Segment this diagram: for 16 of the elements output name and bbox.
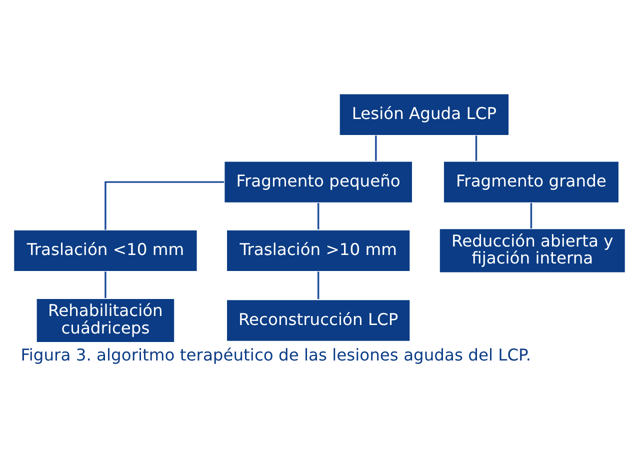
connector: [104, 181, 224, 230]
node-box: Traslación >10 mm: [226, 229, 411, 272]
node-box: Lesión Aguda LCP: [338, 93, 510, 136]
connector: [475, 136, 478, 161]
connector: [317, 203, 320, 230]
node-box: Fragmento grande: [442, 160, 620, 204]
node-box: Fragmento pequeño: [224, 160, 414, 204]
node-box: Reconstrucción LCP: [226, 298, 411, 342]
caption: Figura 3. algoritmo terapéutico de las lesiones agudas del LCP.: [20, 345, 532, 364]
node-box: Traslación <10 mm: [12, 229, 198, 272]
node-box: Rehabilitación cuádriceps: [36, 298, 176, 344]
connector: [317, 272, 320, 300]
connector: [375, 136, 377, 161]
node-box: Reducción abierta y fijación interna: [438, 228, 626, 274]
connector: [530, 203, 532, 228]
connector: [104, 272, 106, 298]
